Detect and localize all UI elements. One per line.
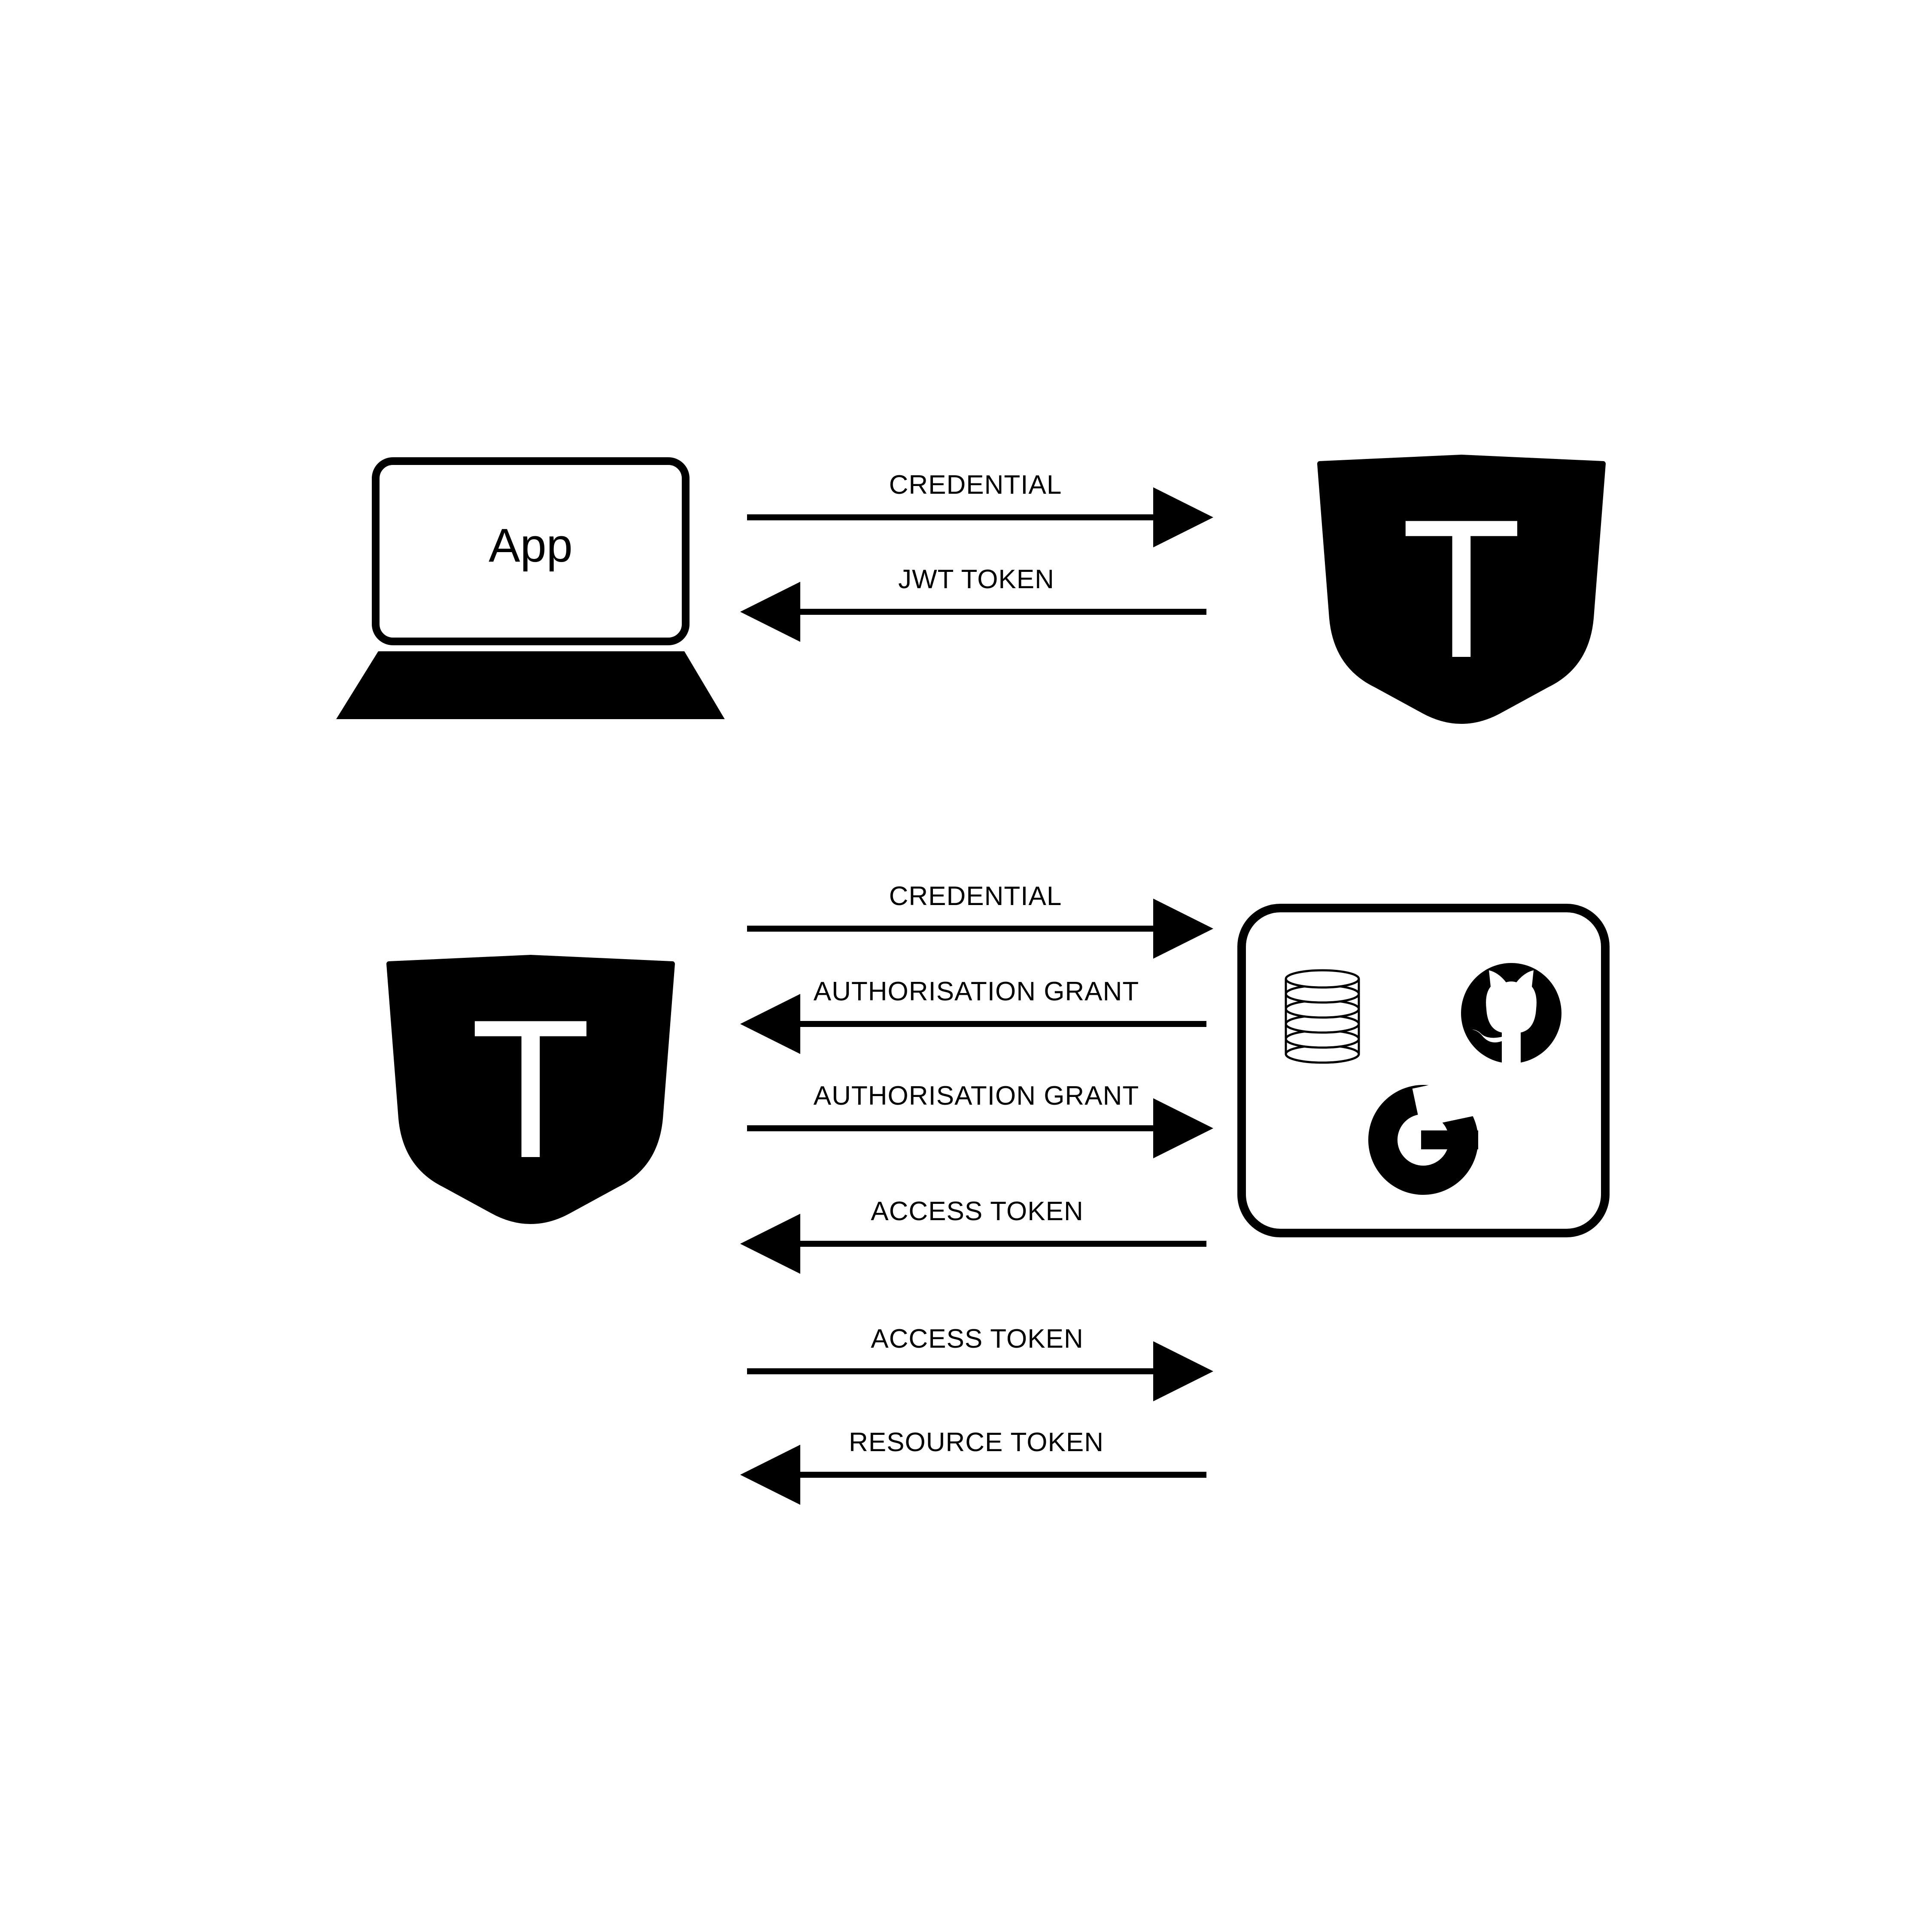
shield-t-icon: T (1317, 455, 1606, 724)
arrow-label: AUTHORISATION GRANT (814, 977, 1139, 1006)
shield-t-icon: T (386, 955, 675, 1224)
laptop-icon (336, 457, 725, 719)
github-icon (1461, 963, 1561, 1063)
laptop-screen (372, 457, 690, 645)
shield-shape (386, 955, 675, 1224)
arrow-label: CREDENTIAL (889, 881, 1062, 911)
database-icon (1285, 969, 1360, 1064)
arrow-label: AUTHORISATION GRANT (814, 1081, 1139, 1111)
arrow-label: RESOURCE TOKEN (849, 1428, 1104, 1457)
arrow-label: CREDENTIAL (889, 470, 1062, 500)
laptop-base (336, 651, 725, 719)
top-flow-arrows: CREDENTIAL JWT TOKEN (740, 470, 1213, 642)
google-icon (1368, 1076, 1479, 1195)
arrow-label: JWT TOKEN (898, 565, 1054, 594)
bottom-flow-arrows: CREDENTIAL AUTHORISATION GRANT AUTHORISA… (740, 881, 1213, 1505)
app-label: App (489, 519, 573, 572)
identity-provider-box (1237, 904, 1610, 1237)
arrow-label: ACCESS TOKEN (871, 1324, 1084, 1354)
shield-letter: T (1401, 479, 1522, 699)
shield-shape (1317, 455, 1606, 724)
shield-letter: T (471, 979, 591, 1199)
arrow-label: ACCESS TOKEN (871, 1197, 1084, 1226)
